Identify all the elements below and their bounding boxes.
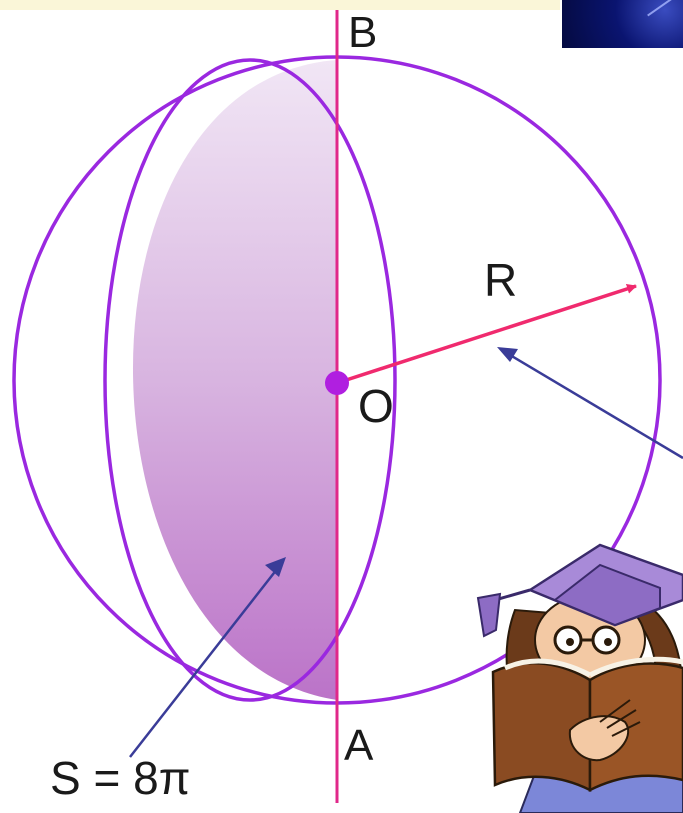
graduate-reading-book-illustration — [476, 543, 683, 813]
top-strip — [0, 0, 560, 10]
area-pointer-arrowhead — [265, 557, 286, 577]
label-a: A — [344, 721, 374, 770]
label-o: O — [358, 380, 394, 432]
label-r: R — [484, 254, 517, 306]
area-pointer-arrow — [129, 563, 282, 758]
label-b: B — [348, 8, 377, 57]
radius-pointer-arrow — [504, 350, 683, 460]
center-dot — [325, 371, 349, 395]
radius-arrow — [336, 284, 637, 385]
starfield-thumbnail — [562, 0, 683, 48]
inner-ellipse — [103, 58, 397, 702]
radius-pointer-arrowhead — [497, 347, 518, 362]
shaded-cross-section — [132, 60, 337, 700]
area-formula: S = 8π — [50, 752, 190, 804]
